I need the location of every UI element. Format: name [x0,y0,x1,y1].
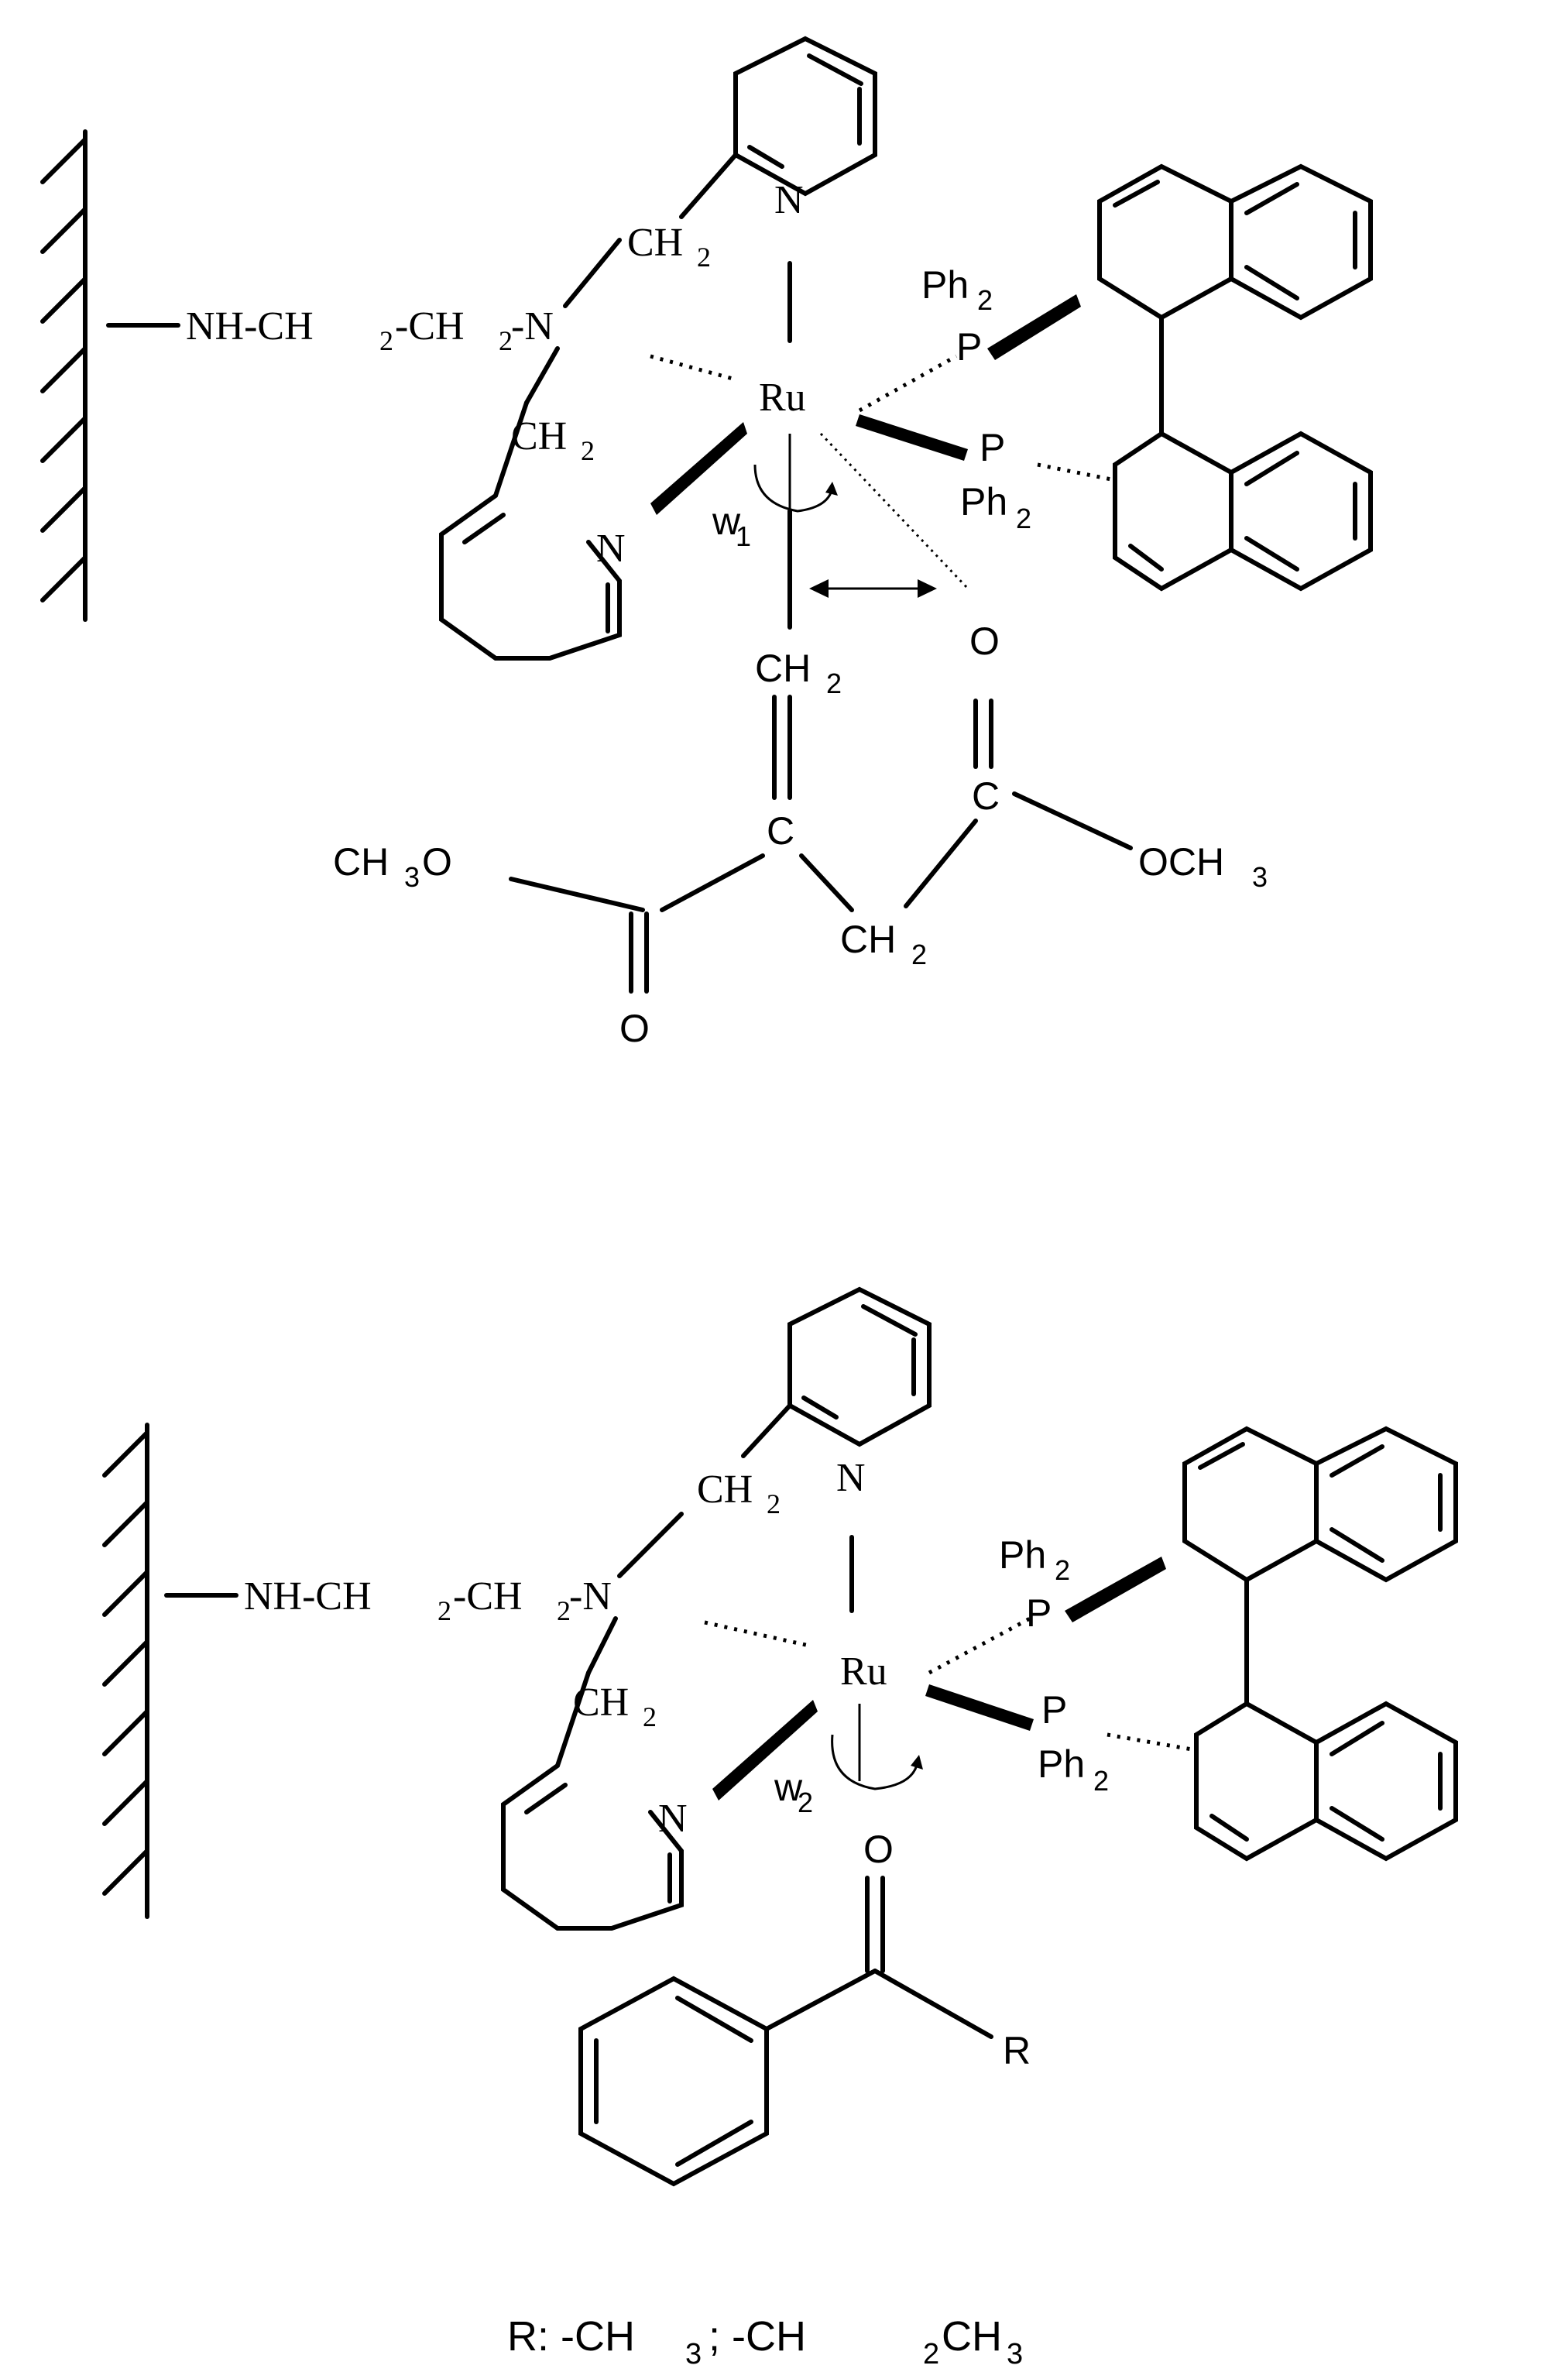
bottom-w-sub: 2 [798,1787,813,1818]
top-methoxy-left: CH [333,840,389,884]
top-ph2-upper: Ph [921,263,969,307]
top-p-lower: P [980,426,1005,469]
top-pyridine-upper [679,36,877,219]
bottom-ph2-lower: Ph [1038,1742,1085,1786]
legend-middle: ; -CH [709,2313,806,2360]
legend-sub3: 3 [1007,2338,1023,2370]
top-w-label: w [712,499,741,543]
top-linker-chain: NH-CH 2 -CH 2 -N [186,304,554,356]
top-ch2-lower-sub: 2 [581,435,595,466]
bottom-phenyl-ring [578,1976,769,2187]
top-rotation-indicator: w 1 [712,434,838,552]
bottom-ph2-upper-sub: 2 [1055,1554,1070,1586]
top-bond-ch2-c-right [904,819,978,908]
legend-prefix: R: -CH [507,2313,635,2360]
top-n-pyridine-upper: N [774,178,804,222]
top-wedge-npy-ru [650,422,747,515]
top-linker-ch2: -CH [395,304,465,348]
top-methylene-ch2-sub: 2 [911,939,927,970]
top-alkene-ch2-sub: 2 [826,668,842,699]
top-bond-ru-o-dotted [819,432,969,590]
bottom-linker-sub1: 2 [437,1595,451,1626]
top-bond-c-ch2 [799,853,854,912]
bottom-ch2-lower-sub: 2 [643,1701,657,1732]
bottom-linker-nh: NH-CH [244,1574,372,1619]
top-support-surface [40,129,180,622]
top-n-pyridine-lower: N [596,527,626,571]
top-linker-sub1: 2 [379,325,393,356]
bottom-w-label: w [774,1766,803,1809]
bottom-ch2-upper: CH [697,1468,753,1512]
top-double-arrow [809,579,937,598]
bottom-bond-n-ru-hashed [704,1620,810,1648]
top-w-sub: 1 [736,520,751,552]
bottom-linker-chain: NH-CH 2 -CH 2 -N [244,1574,612,1626]
top-bond-n-ch2-upper [563,238,622,308]
top-methoxy-left-sub: 3 [404,861,420,893]
top-wedge-ru-p-lower [856,414,968,461]
legend-sub2: 2 [923,2338,939,2370]
r-group-legend: R: -CH 3 ; -CH 2 CH 3 [507,2313,1023,2370]
bottom-ch2-upper-sub: 2 [767,1488,781,1519]
top-ph2-lower-sub: 2 [1016,503,1031,534]
top-pyridine-lower [439,400,622,661]
top-linker-nh: NH-CH [186,304,314,348]
bottom-pyridine-lower [501,1670,684,1931]
top-methoxy-left-o: O [422,840,452,884]
bottom-n-pyridine-lower: N [658,1797,688,1841]
top-binaphthyl [987,163,1373,592]
bottom-bond-c-r [873,1969,993,2039]
bottom-complex: NH-CH 2 -CH 2 -N CH 2 CH 2 N N Ru [102,1286,1458,2187]
top-carbonyl-o-left: O [619,1007,650,1050]
bottom-wedge-npy-ru [712,1700,818,1801]
top-methylene-ch2: CH [840,918,896,961]
bottom-support-surface [102,1423,238,1919]
top-carbonyl-o-right: O [969,620,1000,663]
top-bond-c-ome-right [1012,791,1133,850]
top-ch2-upper: CH [627,221,683,265]
bottom-binaphthyl [1065,1426,1458,1862]
bottom-bond-ru-p-upper-hashed [928,1616,1031,1675]
bottom-bond-c-phenyl [764,1969,877,2031]
top-alkene-ch2: CH [755,647,811,690]
bottom-pyridine-upper [741,1286,932,1458]
bottom-p-lower: P [1041,1688,1067,1732]
legend-middle2: CH [942,2313,1002,2360]
bottom-carbonyl-o: O [863,1828,894,1871]
bottom-ph2-lower-sub: 2 [1093,1765,1109,1797]
legend-sub1: 3 [685,2338,702,2370]
top-ch2-upper-sub: 2 [697,242,711,273]
top-alkene-c: C [767,809,794,853]
top-ruthenium: Ru [759,376,806,420]
top-p-upper: P [956,325,982,369]
top-complex: NH-CH 2 -CH 2 -N CH 2 CH 2 N [40,36,1373,1050]
bottom-p-upper: P [1026,1591,1052,1635]
top-methoxy-right-sub: 3 [1252,861,1268,893]
bottom-ruthenium: Ru [840,1650,887,1694]
bottom-linker-dash-n: -N [569,1574,612,1619]
bottom-ph2-upper: Ph [999,1533,1046,1577]
top-linker-dash-n: -N [511,304,554,348]
bottom-wedge-ru-p-lower [925,1684,1034,1731]
top-bond-c-ester-left [660,853,765,912]
top-carbonyl-c-right: C [972,774,1000,818]
top-methoxy-right: OCH [1138,840,1224,884]
top-linker-sub2: 2 [499,325,513,356]
top-ph2-upper-sub: 2 [977,284,993,316]
top-bond-n-ru-hashed [650,354,736,382]
bottom-n-pyridine-upper: N [836,1456,866,1500]
top-ph2-lower: Ph [960,480,1007,524]
bottom-rotation-indicator: w 2 [774,1704,923,1818]
bottom-bond-n-ch2-upper [617,1512,684,1578]
bottom-linker-ch2: -CH [453,1574,523,1619]
bottom-r-group: R [1003,2029,1031,2072]
bottom-linker-sub2: 2 [557,1595,571,1626]
top-bond-c-ome-left [509,877,645,912]
top-bond-n-ch2-lower [524,346,560,405]
bottom-bond-n-ch2-lower [586,1616,618,1675]
top-bond-ru-p-upper-hashed [858,354,958,413]
